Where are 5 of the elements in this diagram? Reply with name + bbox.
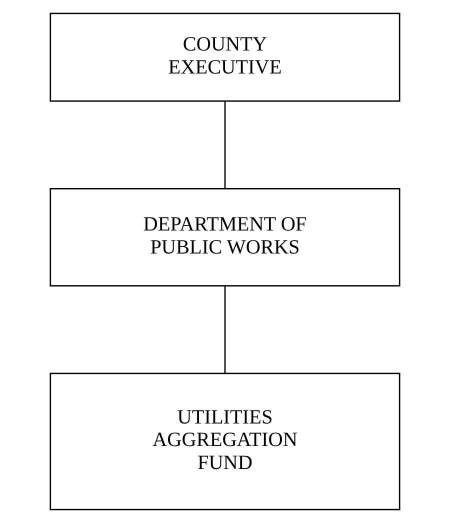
- node-box: UTILITIES AGGREGATION FUND: [50, 372, 400, 510]
- connector: [224, 102, 226, 188]
- node-box: COUNTY EXECUTIVE: [50, 12, 400, 102]
- node-box: DEPARTMENT OF PUBLIC WORKS: [50, 188, 400, 286]
- connector: [224, 286, 226, 374]
